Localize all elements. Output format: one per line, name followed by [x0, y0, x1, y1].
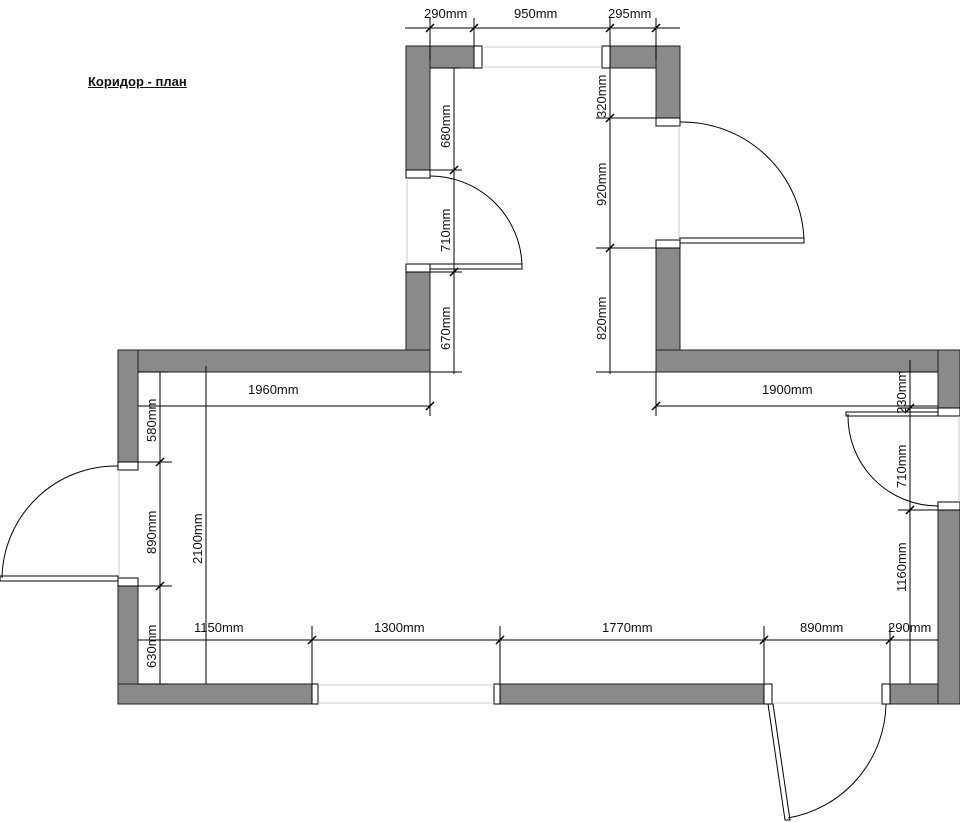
dim-left-corridor-door: 710mm	[438, 209, 453, 252]
wall-bottom-2	[499, 683, 765, 705]
wall-main-top-right	[655, 349, 960, 373]
dim-right-corridor-lower: 820mm	[594, 297, 609, 340]
door-corridor-right-leaf	[679, 237, 805, 244]
dim-main-left-width: 1960mm	[248, 382, 299, 397]
dim-bottom-seg4: 890mm	[800, 620, 843, 635]
dim-top-right-wall: 295mm	[608, 6, 651, 21]
dim-main-right-width: 1900mm	[762, 382, 813, 397]
dim-left-total: 2100mm	[190, 513, 205, 564]
dim-bottom-seg1: 1150mm	[194, 620, 244, 635]
dimension-labels: 290mm 950mm 295mm 680mm 710mm 670mm 320m…	[144, 6, 931, 668]
door-bottom-swing	[787, 703, 887, 819]
doors	[0, 121, 939, 821]
wall-right-lower	[937, 509, 960, 705]
dim-bottom-seg2: 1300mm	[374, 620, 425, 635]
door-corridor-left-swing	[429, 175, 523, 267]
dim-left-door: 890mm	[144, 511, 159, 554]
door-left-swing	[1, 465, 119, 579]
dim-right-corridor-upper: 320mm	[594, 75, 609, 118]
wall-corridor-left-upper	[405, 45, 431, 171]
door-bottom-leaf	[767, 703, 791, 821]
dim-left-wall-lower: 630mm	[144, 625, 159, 668]
wall-left-upper	[117, 349, 139, 463]
wall-bottom-1	[117, 683, 313, 705]
wall-right-upper	[937, 349, 960, 409]
top-opening-jamb-right	[601, 45, 611, 69]
dim-bottom-seg5: 290mm	[888, 620, 931, 635]
door-right-leaf	[845, 411, 939, 417]
door-corridor-right-swing	[679, 121, 805, 241]
dim-right-wall-lower: 1160mm	[894, 542, 909, 592]
dimension-lines	[138, 18, 938, 685]
dim-top-left-wall: 290mm	[424, 6, 467, 21]
dim-left-corridor-upper: 680mm	[438, 105, 453, 148]
top-opening-jamb-left	[473, 45, 483, 69]
dim-left-corridor-lower: 670mm	[438, 307, 453, 350]
door-left-leaf	[0, 575, 119, 582]
dim-right-door: 710mm	[894, 445, 909, 488]
plan-title: Коридор - план	[88, 74, 187, 89]
dim-bottom-seg3: 1770mm	[602, 620, 653, 635]
dim-right-corridor-door: 920mm	[594, 163, 609, 206]
wall-main-top-left	[117, 349, 431, 373]
walls	[117, 45, 960, 705]
dim-top-opening: 950mm	[514, 6, 557, 21]
dim-right-wall-upper: 230mm	[894, 371, 909, 414]
door-right-swing	[847, 413, 939, 507]
wall-corridor-right-upper	[655, 45, 681, 119]
door-corridor-left-leaf	[429, 263, 523, 270]
dim-left-wall-upper: 580mm	[144, 399, 159, 442]
openings	[117, 45, 960, 705]
